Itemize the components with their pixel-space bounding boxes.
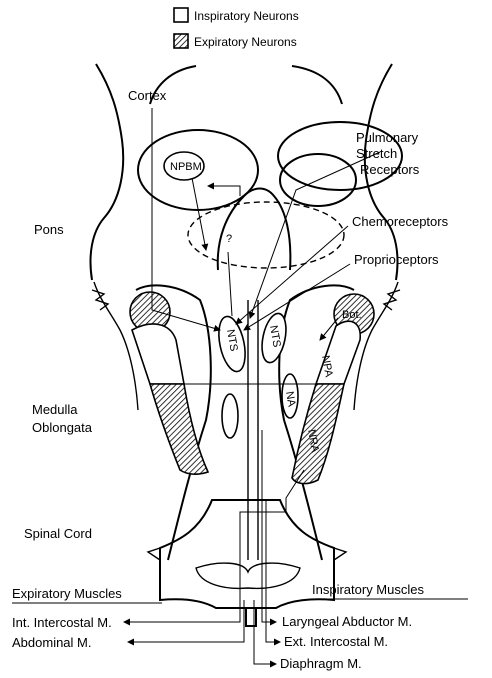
laryngeal-label: Laryngeal Abductor M.: [282, 614, 412, 629]
spinal-right-flare: [334, 548, 346, 560]
spinal-cord-outline: [160, 500, 334, 608]
abdominal-arrow: [128, 600, 244, 642]
right-cortex-curve: [292, 66, 342, 104]
expiratory-muscles-header: Expiratory Muscles: [12, 586, 122, 601]
legend-expiratory-swatch: [174, 34, 188, 48]
ext-intercostal-arrow: [266, 500, 280, 642]
left-na-nucleus: [222, 394, 238, 438]
pulmonary-label-3: Receptors: [360, 162, 420, 177]
legend-inspiratory-label: Inspiratory Neurons: [194, 9, 299, 23]
npbm-to-region-arrow: [192, 178, 206, 250]
unknown-marker: ?: [226, 233, 232, 245]
left-ventral-column-lower: [150, 384, 208, 474]
pulmonary-label-1: Pulmonary: [356, 130, 419, 145]
laryngeal-arrow: [262, 430, 276, 622]
bot-label: Bot.: [342, 309, 362, 321]
left-ventral-column-upper: [132, 324, 184, 384]
diaphragm-arrow: [254, 600, 276, 664]
npbm-label: NPBM: [170, 161, 202, 173]
chemoreceptor-arrow: [236, 226, 348, 324]
inspiratory-muscles-header: Inspiratory Muscles: [312, 582, 424, 597]
pons-label: Pons: [34, 222, 64, 237]
abdominal-label: Abdominal M.: [12, 635, 91, 650]
medulla-label-1: Medulla: [32, 402, 78, 417]
region-to-npbm-arrow: [208, 186, 240, 196]
spinal-gray-matter: [196, 563, 300, 588]
medulla-label-2: Oblongata: [32, 420, 93, 435]
proprioceptors-label: Proprioceptors: [354, 252, 439, 267]
pulmonary-label-2: Stretch: [356, 146, 397, 161]
spinal-cord-label: Spinal Cord: [24, 526, 92, 541]
ext-intercostal-label: Ext. Intercostal M.: [284, 634, 388, 649]
diaphragm-label: Diaphragm M.: [280, 656, 362, 671]
left-hemisphere-outline: [91, 64, 124, 280]
nra-output-line: [240, 470, 304, 600]
proprioceptor-arrow: [244, 264, 350, 330]
legend-inspiratory-swatch: [174, 8, 188, 22]
legend-expiratory-label: Expiratory Neurons: [194, 35, 297, 49]
int-intercostal-label: Int. Intercostal M.: [12, 615, 112, 630]
cortex-label: Cortex: [128, 88, 167, 103]
spinal-left-flare: [148, 548, 160, 560]
dashed-region: [188, 202, 344, 268]
region-to-nts-line: [228, 252, 232, 316]
chemoreceptors-label: Chemoreceptors: [352, 214, 449, 229]
